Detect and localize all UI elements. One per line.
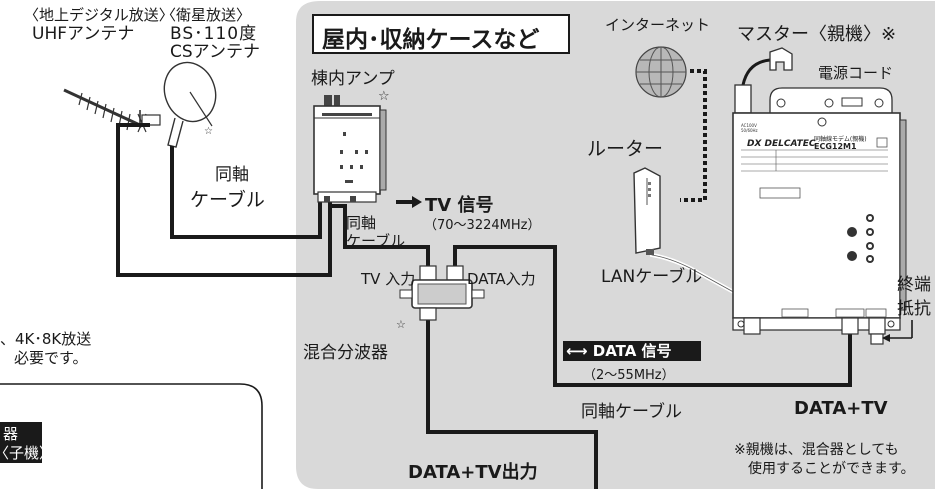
tv-frequency-label: （70～3224MHz） (424, 218, 541, 233)
power-cord-line (741, 58, 771, 86)
note-line-1: ※親機は、混合器としても (734, 442, 899, 458)
coax-left-label-2: ケーブル (190, 189, 265, 211)
data-tv-output-label: DATA+TV出力 (408, 462, 538, 483)
terminator-label-1: 終端 (897, 275, 931, 295)
master-modem-device: AC100V 50/60Hz DX DELCATEC 同軸線モデム(親機) EC… (732, 47, 907, 345)
satellite-broadcast-header: 〈衛星放送〉 (161, 6, 252, 24)
bidirectional-arrow-icon: ⟷ (566, 342, 588, 360)
building-amplifier-icon: ☆ (313, 89, 390, 203)
router-icon (633, 167, 661, 255)
child-unit-label-2: 〈子機〉 (0, 444, 55, 462)
left-note-line-1: 、4K･8K放送 (0, 330, 92, 348)
internet-label: インターネット (605, 16, 711, 34)
master-unit-label: マスター〈親機〉※ (737, 24, 897, 45)
data-tv-label: DATA+TV (794, 398, 888, 419)
svg-text:50/60Hz: 50/60Hz (741, 128, 758, 133)
mixer-label: 混合分波器 (303, 343, 388, 363)
indoor-section-title: 屋内･収納ケースなど (312, 14, 570, 54)
svg-text:AC100V: AC100V (741, 123, 757, 128)
note-line-2: 使用することができます。 (748, 461, 915, 477)
tv-signal-arrow-icon (396, 196, 422, 208)
terminator-arrow-icon (882, 320, 913, 342)
svg-text:☆: ☆ (204, 126, 213, 137)
router-label: ルーター (587, 138, 664, 160)
uhf-antenna-label: UHFアンテナ (32, 24, 135, 44)
coax-mid-label-2: ケーブル (346, 232, 406, 250)
internet-globe-icon (635, 46, 687, 98)
data-signal-text: DATA 信号 (592, 342, 672, 360)
coax-cables (116, 123, 879, 489)
svg-text:☆: ☆ (378, 89, 390, 104)
cs-antenna-label: CSアンテナ (170, 42, 260, 62)
amp-label: 棟内アンプ (311, 69, 395, 89)
coax-left-label-1: 同軸 (215, 165, 249, 185)
terrestrial-broadcast-header: 〈地上デジタル放送〉 (24, 6, 174, 24)
tv-signal-label: TV 信号 (425, 195, 494, 216)
network-dotted-links (680, 69, 707, 202)
left-note-line-2: 必要です。 (14, 349, 88, 367)
data-signal-label: ⟷ DATA 信号 (566, 341, 672, 361)
coax-bottom-label: 同軸ケーブル (581, 402, 682, 422)
data-signal-label-bg (563, 341, 701, 361)
data-input-label: DATA入力 (467, 270, 536, 288)
model-text: ECG12M1 (814, 142, 857, 151)
lan-cable-label: LANケーブル (601, 267, 703, 287)
power-cord-label: 電源コード (818, 64, 894, 82)
brand-text: DX DELCATEC (747, 139, 816, 149)
terminator-label-2: 抵抗 (897, 299, 931, 319)
model-name-text: 同軸線モデム(親機) (814, 135, 867, 143)
tv-input-label: TV 入力 (361, 270, 416, 288)
mixer-splitter-icon: ☆ (396, 265, 485, 331)
bs-antenna-label: BS･110度 (170, 24, 258, 44)
data-frequency-label: （2～55MHz） (583, 368, 675, 383)
child-unit-box (0, 422, 42, 463)
left-note-panel (0, 383, 263, 489)
coax-mid-label-1: 同軸 (346, 214, 377, 232)
svg-text:☆: ☆ (396, 318, 406, 331)
child-unit-label-1: 器 (3, 425, 19, 443)
bs-cs-dish-icon: ☆ (163, 61, 217, 148)
